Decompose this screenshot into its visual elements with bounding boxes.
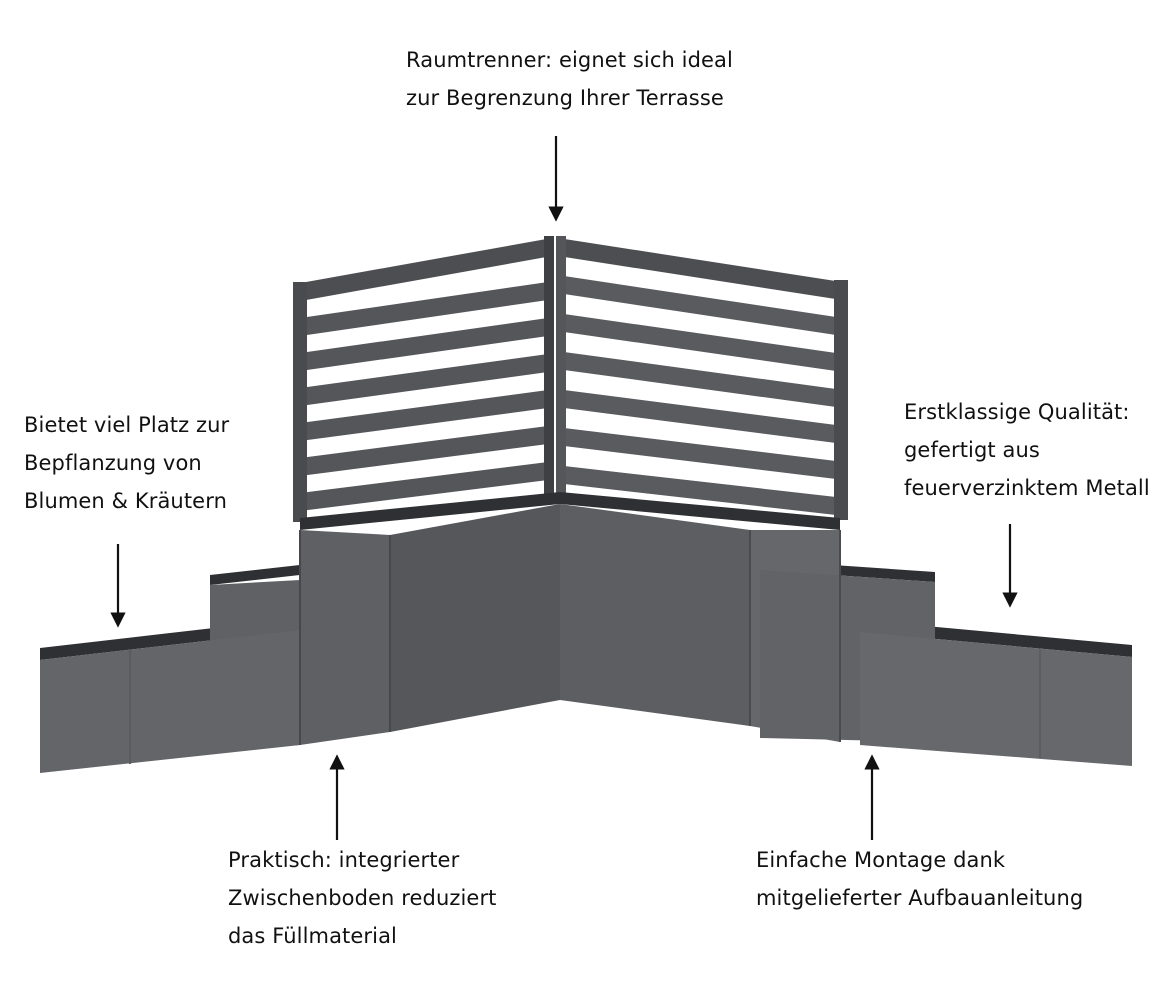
callout-bottom-right-line2: mitgelieferter Aufbauanleitung bbox=[756, 885, 1084, 910]
callout-bottom-left-line1: Praktisch: integrierter bbox=[228, 848, 460, 872]
planter-right-wing bbox=[560, 492, 1132, 766]
planter-left-wing bbox=[40, 492, 560, 773]
callout-right-line3: feuerverzinktem Metall bbox=[904, 475, 1150, 500]
callout-bottom-right-line1: Einfache Montage dank bbox=[756, 848, 1006, 872]
callout-top-line2: zur Begrenzung Ihrer Terrasse bbox=[406, 85, 724, 110]
callout-left-line2: Bepflanzung von bbox=[24, 450, 202, 475]
callout-right-line2: gefertigt aus bbox=[904, 437, 1040, 462]
callout-left-text: Bietet viel Platz zur Bepflanzung von Bl… bbox=[24, 407, 229, 520]
callout-left-line1: Bietet viel Platz zur bbox=[24, 413, 230, 437]
callout-arrows bbox=[110, 136, 1018, 840]
callout-bottom-left-line3: das Füllmaterial bbox=[228, 923, 397, 948]
trellis-right-panel bbox=[558, 238, 848, 520]
callout-top-text: Raumtrenner: eignet sich ideal zur Begre… bbox=[406, 42, 733, 118]
callout-bottom-left-text: Praktisch: integrierter Zwischenboden re… bbox=[228, 842, 497, 955]
callout-right-text: Erstklassige Qualität: gefertigt aus feu… bbox=[904, 394, 1150, 507]
callout-right-line1: Erstklassige Qualität: bbox=[904, 400, 1130, 424]
trellis-left-panel bbox=[293, 238, 552, 522]
trellis-divider bbox=[293, 236, 848, 522]
callout-bottom-right-text: Einfache Montage dank mitgelieferter Auf… bbox=[756, 842, 1083, 918]
callout-top-line1: Raumtrenner: eignet sich ideal bbox=[406, 48, 733, 72]
callout-left-line3: Blumen & Kräutern bbox=[24, 488, 227, 513]
callout-bottom-left-line2: Zwischenboden reduziert bbox=[228, 885, 497, 910]
